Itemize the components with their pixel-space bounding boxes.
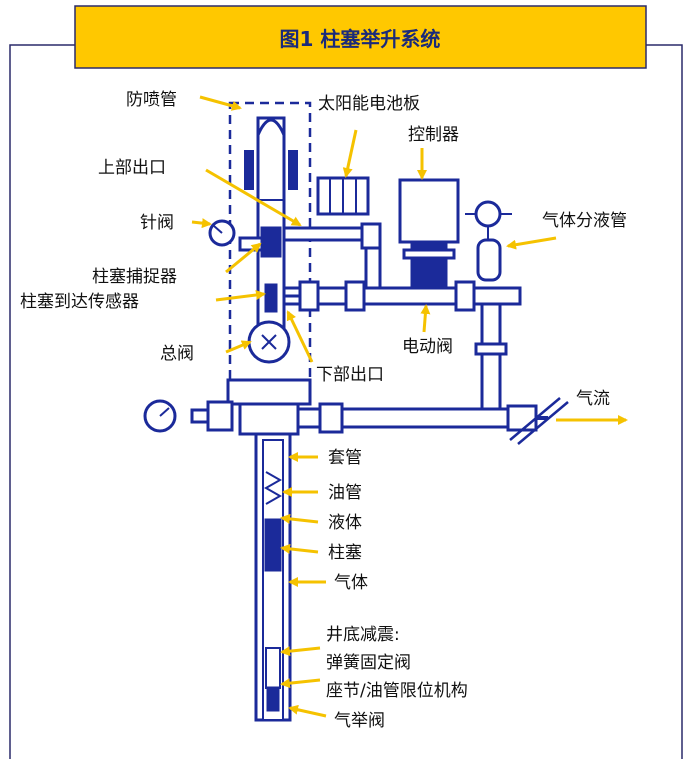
leader-arrows: [191, 95, 628, 718]
plunger-catcher: [260, 226, 282, 258]
label-seat-nipple: 座节/油管限位机构: [326, 681, 468, 701]
lubricator-cap: [256, 118, 286, 136]
label-motor-valve: 电动阀: [402, 337, 453, 357]
controller-box: [398, 178, 460, 244]
label-needle-valve: 针阀: [140, 213, 174, 233]
bumper-spring: [265, 647, 281, 689]
label-lower-outlet: 下部出口: [316, 365, 384, 385]
separator-gauge: [474, 200, 502, 228]
gas-separator: [476, 238, 502, 282]
label-plunger-catcher: 柱塞捕捉器: [92, 267, 177, 287]
labels: 防喷管 太阳能电池板 控制器 上部出口 针阀 气体分液管 柱塞捕捉器 柱塞到达传…: [20, 90, 627, 731]
upper-outlet-pipe: [282, 226, 364, 242]
label-tubing: 油管: [328, 483, 362, 503]
wellhead: [238, 402, 300, 436]
label-plunger: 柱塞: [328, 543, 362, 563]
diagram-title: 图1 柱塞举升系统: [280, 27, 441, 51]
label-upper-outlet: 上部出口: [98, 158, 166, 178]
title-banner: 图1 柱塞举升系统: [74, 5, 647, 69]
label-controller: 控制器: [408, 125, 459, 145]
label-gas: 气体: [334, 573, 368, 593]
label-gas-separator: 气体分液管: [542, 211, 627, 231]
label-lubricator: 防喷管: [126, 90, 177, 110]
label-gas-flow: 气流: [576, 389, 610, 409]
figure-frame: [9, 44, 683, 759]
label-bottom-shock: 井底减震:: [326, 625, 400, 645]
label-spring-valve: 弹簧固定阀: [326, 653, 411, 673]
label-casing: 套管: [328, 448, 362, 468]
label-master-valve: 总阀: [160, 344, 194, 364]
equipment: [143, 101, 569, 722]
label-gas-lift-valve: 气举阀: [334, 711, 385, 731]
plunger: [264, 518, 282, 572]
label-solar-panel: 太阳能电池板: [318, 94, 420, 114]
label-arrival-sensor: 柱塞到达传感器: [20, 292, 139, 312]
arrival-sensor: [264, 283, 278, 313]
label-liquid: 液体: [328, 513, 362, 533]
